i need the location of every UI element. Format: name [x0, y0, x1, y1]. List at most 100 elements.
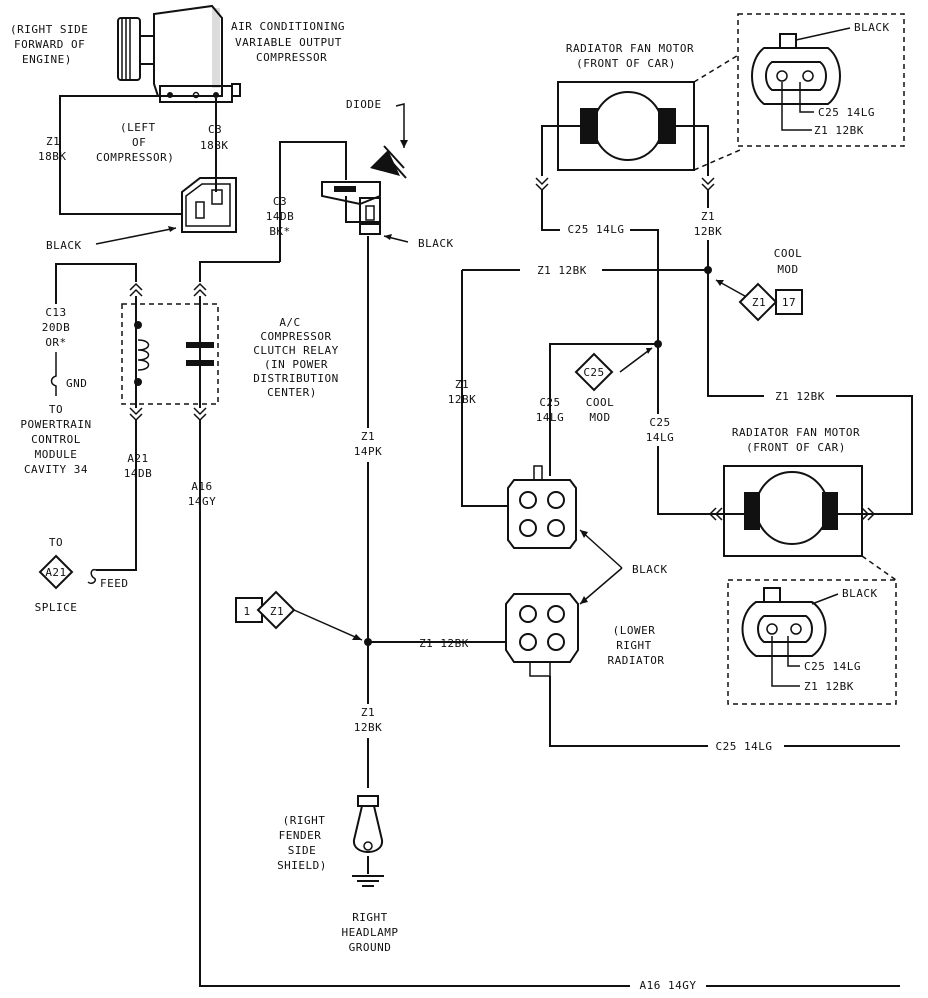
a16-label-1: A16 — [191, 480, 212, 493]
rad-connector-upper — [507, 465, 577, 549]
a21-label-1: A21 — [127, 452, 148, 465]
rad-connectors-color: BLACK — [632, 563, 668, 576]
compressor-connector — [181, 177, 237, 233]
cool-mod-mid-1: COOL — [586, 396, 615, 409]
c3-18bk-label-1: C3 — [208, 123, 222, 136]
inset-bottom — [727, 579, 897, 705]
c3-18bk-label-2: 18BK — [200, 139, 229, 152]
c13-label-3: OR* — [45, 336, 66, 349]
fan-motor-top-symbol — [593, 91, 663, 161]
c3-14db-label-3: BK* — [269, 225, 290, 238]
ground-name-3: GROUND — [349, 941, 392, 954]
diode-connector — [321, 181, 381, 235]
z1-12bk-right-vert-1: Z1 — [701, 210, 715, 223]
z1-18bk-label-1: Z1 — [46, 135, 60, 148]
cool-mod-top-1: COOL — [774, 247, 803, 260]
z1-12bk-right-h-label: Z1 12BK — [775, 390, 825, 403]
splice-a21-id: A21 — [45, 566, 66, 579]
pcm-label-1: TO — [49, 403, 63, 416]
c25-14lg-left-vert-1: C25 — [539, 396, 560, 409]
relay-name-4: (IN POWER — [264, 358, 328, 371]
compressor-name-line2: VARIABLE OUTPUT — [235, 36, 342, 49]
inset-top — [737, 13, 905, 147]
compressor-location-line2: FORWARD OF — [14, 38, 85, 51]
ac-compressor — [117, 4, 241, 103]
rad-location-2: RIGHT — [616, 639, 652, 652]
inset-top-color: BLACK — [854, 21, 890, 34]
z1-ref-left-page: 1 — [243, 605, 250, 618]
wire-c13 — [55, 263, 137, 304]
feed-label: FEED — [100, 577, 129, 590]
c3-14db-label-2: 14DB — [266, 210, 295, 223]
left-of-compressor-1: (LEFT — [120, 121, 156, 134]
ground-location-1: (RIGHT — [283, 814, 326, 827]
a16-bottom-label: A16 14GY — [640, 979, 697, 992]
inset-top-pin2: Z1 12BK — [814, 124, 864, 137]
relay-name-6: CENTER) — [267, 386, 317, 399]
inset-bottom-pin2: Z1 12BK — [804, 680, 854, 693]
diode-connector-color: BLACK — [418, 237, 454, 250]
ground-name-2: HEADLAMP — [342, 926, 399, 939]
c25-14lg-top-label: C25 14LG — [568, 223, 625, 236]
c13-label-2: 20DB — [42, 321, 71, 334]
cool-mod-mid-2: MOD — [589, 411, 610, 424]
ground-location-3: SIDE — [288, 844, 317, 857]
z1-ref-right-page: 17 — [782, 296, 796, 309]
inset-bottom-pin1: C25 14LG — [804, 660, 861, 673]
gnd-label: GND — [66, 377, 87, 390]
fan-motor-bottom-label-2: (FRONT OF CAR) — [746, 441, 846, 454]
rad-location-3: RADIATOR — [608, 654, 665, 667]
left-of-compressor-3: COMPRESSOR) — [96, 151, 174, 164]
c13-label-1: C13 — [45, 306, 66, 319]
rad-location-1: (LOWER — [613, 624, 656, 637]
a21-label-2: 14DB — [124, 467, 153, 480]
z1-12bk-mid-label: Z1 12BK — [419, 637, 469, 650]
cool-mod-top-2: MOD — [777, 263, 798, 276]
z1-12bk-top-label: Z1 12BK — [537, 264, 587, 277]
z1-12bk-right-vert-2: 12BK — [694, 225, 723, 238]
fan-motor-bottom-symbol — [755, 471, 829, 545]
rad-connector-lower — [505, 593, 579, 677]
splice-a21-symbol — [38, 554, 74, 590]
c25-14lg-mid-vert-1: C25 — [649, 416, 670, 429]
compressor-name-line1: AIR CONDITIONING — [231, 20, 345, 33]
c25-ref-id: C25 — [583, 366, 604, 379]
relay-name-3: CLUTCH RELAY — [253, 344, 338, 357]
c25-ref — [574, 352, 614, 392]
relay-name-2: COMPRESSOR — [260, 330, 331, 343]
z1-12bk-left-vert-1: Z1 — [455, 378, 469, 391]
z1-14pk-label-1: Z1 — [361, 430, 375, 443]
fan-motor-bottom-label-1: RADIATOR FAN MOTOR — [732, 426, 860, 439]
relay-box — [121, 303, 219, 405]
z1-14pk-label-2: 14PK — [354, 445, 383, 458]
compressor-location-line3: ENGINE) — [22, 53, 72, 66]
relay-name-5: DISTRIBUTION — [253, 372, 338, 385]
z1-ref-right-id: Z1 — [752, 296, 766, 309]
relay-name-1: A/C — [279, 316, 300, 329]
ground-location-4: SHIELD) — [277, 859, 327, 872]
inset-bottom-color: BLACK — [842, 587, 878, 600]
compressor-name-line3: COMPRESSOR — [256, 51, 327, 64]
left-of-compressor-2: OF — [132, 136, 146, 149]
ground-location-2: FENDER — [279, 829, 322, 842]
wire-a21 — [96, 420, 137, 571]
pcm-label-4: MODULE — [35, 448, 78, 461]
wire-z1-right — [707, 190, 913, 515]
wire-c3-14db-top — [279, 141, 347, 262]
a16-label-2: 14GY — [188, 495, 217, 508]
pcm-label-5: CAVITY 34 — [24, 463, 88, 476]
c3-14db-label-1: C3 — [273, 195, 287, 208]
pcm-label-2: POWERTRAIN — [20, 418, 91, 431]
relay-connector-marks — [129, 282, 207, 422]
splice-label: SPLICE — [35, 601, 78, 614]
splice-to-label: TO — [49, 536, 63, 549]
splice-z1-right — [704, 266, 712, 274]
z1-12bk-left-vert-2: 12BK — [448, 393, 477, 406]
z1-18bk-label-2: 18BK — [38, 150, 67, 163]
diode-label: DIODE — [346, 98, 382, 111]
fan-motor-top-label-1: RADIATOR FAN MOTOR — [566, 42, 694, 55]
wire-z1-18bk — [59, 95, 182, 215]
z1-ref-left-id: Z1 — [270, 605, 284, 618]
